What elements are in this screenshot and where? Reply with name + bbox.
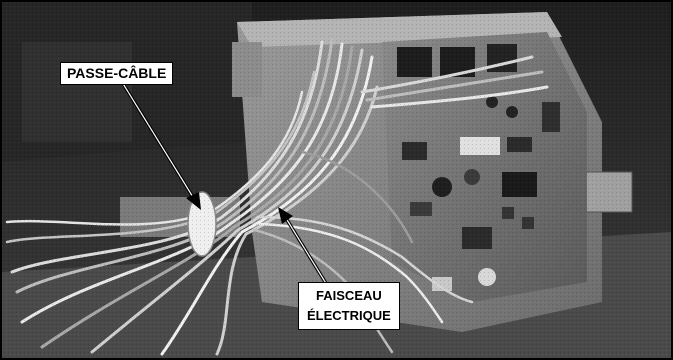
harness-label-line2: ÉLECTRIQUE: [307, 308, 391, 323]
grommet-label: PASSE-CÂBLE: [60, 62, 174, 85]
harness-label: FAISCEAU ÉLECTRIQUE: [298, 282, 400, 330]
harness-label-line1: FAISCEAU: [316, 288, 382, 303]
